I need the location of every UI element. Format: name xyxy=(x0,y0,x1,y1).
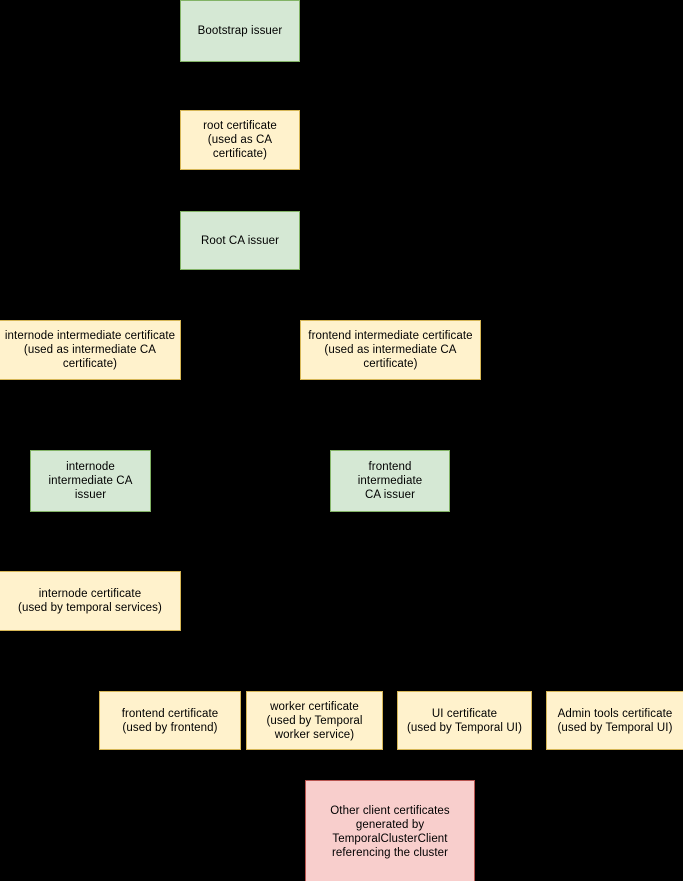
edge-bootstrap-issuer-to-root-certificate-arrowhead xyxy=(236,104,244,110)
node-frontend-intermediate-certificate[interactable]: frontend intermediate certificate (used … xyxy=(300,320,481,380)
node-label: root certificate (used as CA certificate… xyxy=(203,120,277,160)
edge-frontend-intermediate-ca-issuer-to-other-client-certificates xyxy=(390,512,391,780)
node-label: internode certificate (used by temporal … xyxy=(18,588,162,614)
node-internode-intermediate-ca-issuer[interactable]: internode intermediate CA issuer xyxy=(30,450,151,512)
node-label: Other client certificates generated by T… xyxy=(330,804,450,859)
node-label: worker certificate (used by Temporal wor… xyxy=(266,700,363,741)
edge-root-certificate-to-root-ca-issuer xyxy=(240,170,241,211)
edge-frontend-intermediate-certificate-to-frontend-intermediate-ca-issuer-arrowhead xyxy=(386,444,394,450)
node-internode-intermediate-certificate[interactable]: internode intermediate certificate (used… xyxy=(0,320,181,380)
node-admin-tools-certificate[interactable]: Admin tools certificate (used by Tempora… xyxy=(546,691,683,750)
edge-frontend-intermediate-ca-issuer-to-frontend-certificate-arrowhead xyxy=(166,685,174,691)
node-label: Bootstrap issuer xyxy=(197,25,283,37)
edge-frontend-intermediate-ca-issuer-to-worker-certificate-seg3 xyxy=(315,602,316,691)
node-bootstrap-issuer[interactable]: Bootstrap issuer xyxy=(180,0,300,62)
edge-root-certificate-to-root-ca-issuer-arrowhead xyxy=(236,205,244,211)
edge-root-ca-issuer-to-frontend-intermediate-certificate-seg1 xyxy=(240,270,241,295)
edge-internode-intermediate-certificate-to-internode-intermediate-ca-issuer-arrowhead xyxy=(87,444,95,450)
node-label: Admin tools certificate (used by Tempora… xyxy=(557,707,673,734)
edge-internode-intermediate-certificate-to-internode-intermediate-ca-issuer xyxy=(90,380,91,450)
edge-frontend-intermediate-ca-issuer-to-admin-tools-certificate-seg3 xyxy=(615,602,616,691)
edge-frontend-intermediate-ca-issuer-to-ui-certificate-seg3 xyxy=(465,602,466,691)
node-worker-certificate[interactable]: worker certificate (used by Temporal wor… xyxy=(246,691,383,750)
node-root-ca-issuer[interactable]: Root CA issuer xyxy=(180,211,300,270)
edge-root-ca-issuer-to-frontend-intermediate-certificate-seg3 xyxy=(391,295,392,320)
edge-root-ca-issuer-to-internode-intermediate-certificate-seg3 xyxy=(90,295,91,320)
node-ui-certificate[interactable]: UI certificate (used by Temporal UI) xyxy=(397,691,532,750)
edge-frontend-intermediate-ca-issuer-to-frontend-certificate-seg3 xyxy=(170,602,171,691)
node-label: UI certificate (used by Temporal UI) xyxy=(406,707,523,734)
edge-root-ca-issuer-to-internode-intermediate-certificate-seg2 xyxy=(90,295,240,296)
edge-frontend-intermediate-ca-issuer-to-admin-tools-certificate-arrowhead xyxy=(611,685,619,691)
node-internode-certificate[interactable]: internode certificate (used by temporal … xyxy=(0,571,181,631)
node-root-certificate[interactable]: root certificate (used as CA certificate… xyxy=(180,110,300,170)
node-frontend-certificate[interactable]: frontend certificate (used by frontend) xyxy=(99,691,241,750)
edge-bootstrap-issuer-to-root-certificate xyxy=(240,62,241,110)
node-other-client-certificates[interactable]: Other client certificates generated by T… xyxy=(305,780,475,881)
edge-frontend-intermediate-ca-issuer-to-admin-tools-certificate-seg2 xyxy=(390,602,615,603)
edge-frontend-intermediate-ca-issuer-to-worker-certificate-seg2 xyxy=(315,602,390,603)
edge-frontend-intermediate-certificate-to-frontend-intermediate-ca-issuer xyxy=(391,380,392,450)
edge-frontend-intermediate-ca-issuer-to-frontend-certificate-seg2 xyxy=(170,602,390,603)
node-label: Root CA issuer xyxy=(200,234,280,247)
node-label: frontend intermediate certificate (used … xyxy=(308,330,473,370)
edge-root-ca-issuer-to-internode-intermediate-certificate-arrowhead xyxy=(86,314,94,320)
node-label: frontend certificate (used by frontend) xyxy=(121,707,219,734)
node-label: internode intermediate CA issuer xyxy=(48,461,133,501)
edge-frontend-intermediate-ca-issuer-to-worker-certificate-arrowhead xyxy=(311,685,319,691)
node-frontend-intermediate-ca-issuer[interactable]: frontend intermediate CA issuer xyxy=(330,450,450,512)
node-label: internode intermediate certificate (used… xyxy=(4,330,176,370)
edge-frontend-intermediate-ca-issuer-to-ui-certificate-arrowhead xyxy=(461,685,469,691)
edge-frontend-intermediate-ca-issuer-to-other-client-certificates-arrowhead xyxy=(386,774,394,780)
edge-root-ca-issuer-to-frontend-intermediate-certificate-seg2 xyxy=(240,295,391,296)
edge-root-ca-issuer-to-frontend-intermediate-certificate-arrowhead xyxy=(387,314,395,320)
node-label: frontend intermediate CA issuer xyxy=(357,461,423,501)
edge-internode-intermediate-ca-issuer-to-internode-certificate xyxy=(91,512,92,571)
edge-internode-intermediate-ca-issuer-to-internode-certificate-arrowhead xyxy=(86,565,94,571)
